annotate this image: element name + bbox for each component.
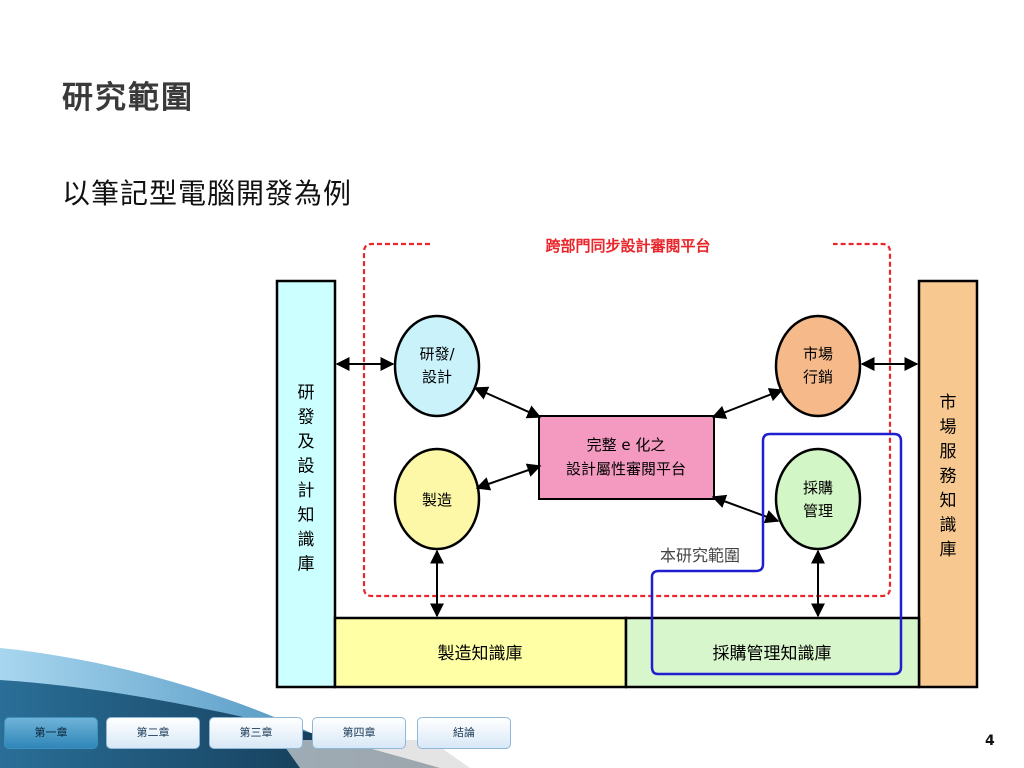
research-scope-boundary — [650, 432, 903, 676]
manufacturing-node — [393, 447, 481, 551]
frame — [275, 279, 979, 689]
arrow-rd-center — [473, 386, 542, 419]
right-knowledge-base — [917, 279, 979, 689]
procurement-label-line1: 採購 — [803, 479, 833, 497]
right-column-char: 知 — [940, 491, 957, 511]
manufacturing-knowledge-base — [333, 616, 628, 689]
right-column-char: 場 — [940, 418, 957, 438]
center-label-line2: 設計屬性審閱平台 — [566, 460, 686, 478]
research-scope-label: 本研究範圍 — [660, 546, 740, 565]
arrow-procurement-center — [711, 494, 780, 524]
left-column-char: 庫 — [298, 555, 315, 575]
right-column-char: 識 — [940, 516, 957, 536]
right-column-char: 務 — [940, 467, 957, 487]
slide-subtitle: 以筆記型電腦開發為例 — [62, 177, 353, 210]
left-knowledge-base — [275, 279, 337, 689]
procurement-label-line2: 管理 — [803, 502, 833, 520]
left-column-char: 知 — [298, 506, 315, 526]
page-number: 4 — [985, 733, 995, 749]
rd-label-line1: 研發/ — [419, 345, 455, 363]
right-column-char: 服 — [940, 442, 957, 462]
left-column-char: 識 — [298, 530, 315, 550]
nav-tab-4[interactable]: 第四章 — [312, 717, 406, 749]
platform-label: 跨部門同步設計審閱平台 — [545, 237, 710, 255]
connector-arrows — [335, 357, 919, 618]
nav-tab-3[interactable]: 第三章 — [209, 717, 303, 749]
left-column-char: 計 — [298, 481, 315, 501]
rd-node — [393, 314, 481, 418]
procurement-knowledge-base — [624, 616, 921, 689]
procurement-node — [774, 447, 862, 551]
manufacturing-label: 製造 — [422, 491, 452, 509]
left-column-char: 研 — [298, 383, 315, 403]
nav-tab-1[interactable]: 第一章 — [4, 717, 98, 749]
left-column-char: 發 — [298, 408, 315, 428]
marketing-label-line1: 市場 — [803, 345, 833, 363]
slide-title: 研究範圍 — [62, 80, 194, 116]
arrow-manufacturing-center — [475, 463, 542, 491]
platform-dashed-border — [362, 242, 892, 598]
right-column-char: 庫 — [940, 540, 957, 560]
nav-tab-2[interactable]: 第二章 — [106, 717, 200, 749]
center-label-line1: 完整 e 化之 — [587, 436, 666, 454]
right-column-char: 市 — [940, 393, 957, 413]
rd-label-line2: 設計 — [422, 368, 452, 386]
nav-tab-5[interactable]: 結論 — [417, 717, 511, 749]
center-platform-box — [538, 415, 715, 500]
arrow-marketing-center — [711, 388, 784, 419]
marketing-label-line2: 行銷 — [803, 368, 833, 386]
marketing-node — [774, 314, 862, 418]
procurement-kb-label: 採購管理知識庫 — [713, 644, 832, 664]
manufacturing-kb-label: 製造知識庫 — [438, 644, 523, 664]
left-column-char: 及 — [298, 432, 315, 452]
left-column-char: 設 — [298, 457, 315, 477]
